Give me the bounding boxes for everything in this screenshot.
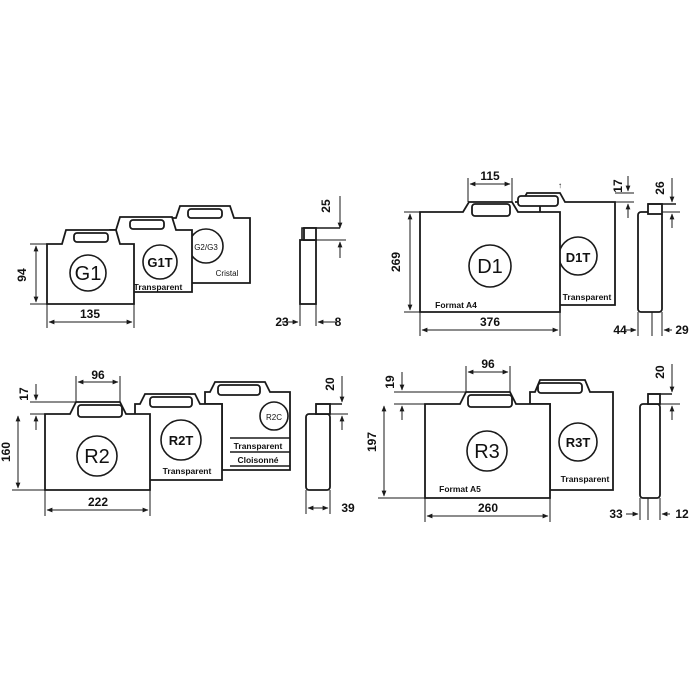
g1-label: G1: [75, 263, 102, 285]
r3-side-depth-dim: 33: [609, 507, 623, 521]
r2-top-gap-dim: 17: [17, 387, 31, 401]
d-width-dim: 376: [480, 315, 500, 329]
g1t-badge: [142, 244, 178, 280]
d-handle-width-dim: 115: [480, 169, 500, 183]
g-height-dim: 94: [15, 268, 29, 282]
d-top-gap-dim: 17: [611, 179, 625, 193]
g-side-handle-dim: 25: [319, 199, 333, 213]
r2-side-depth-dim: 39: [341, 501, 355, 515]
g2-note: Cristal: [216, 269, 239, 278]
r3-side-handle-dim: 20: [653, 365, 667, 379]
r2-side-handle-dim: 20: [323, 377, 337, 391]
case-r2c: R2C Transparent Cloisonné: [204, 381, 291, 471]
d1-label: D1: [477, 256, 503, 278]
case-d1: D1 Format A4: [419, 201, 561, 313]
r2c-note-1: Transparent: [234, 441, 283, 451]
d-side-extra-dim: 29: [675, 323, 689, 337]
r3t-badge: [558, 422, 598, 462]
r3-top-gap-dim: 19: [383, 375, 397, 389]
r3-width-dim: 260: [478, 501, 498, 515]
case-r2: R2: [44, 401, 151, 491]
r3-height-dim: 197: [365, 432, 379, 452]
case-g1: G1: [46, 229, 135, 305]
r3-label: R3: [474, 441, 500, 463]
case-r2t: R2T Transparent: [134, 393, 223, 481]
r3-side-extra-dim: 12: [675, 507, 689, 521]
r2c-note-2: Cloisonné: [237, 455, 278, 465]
g-side-depth-dim: 23: [275, 315, 289, 329]
g-series-group: G2/G3 Cristal G1T Transparent G1 94 135: [15, 196, 346, 329]
g1t-label: G1T: [147, 255, 172, 270]
r2c-badge: [259, 401, 289, 431]
d-side-depth-dim: 44: [613, 323, 627, 337]
g-side-view: 25 23 8: [275, 196, 346, 329]
d1-badge: [468, 244, 512, 288]
r2t-badge: [160, 419, 202, 461]
g2g3-label: G2/G3: [194, 243, 218, 252]
r2-series-group: R2C Transparent Cloisonné R2T Transparen…: [0, 368, 355, 516]
d1-note: Format A4: [435, 300, 477, 310]
g-width-dim: 135: [80, 307, 100, 321]
g1t-note: Transparent: [134, 282, 183, 292]
d-height-dim: 269: [389, 252, 403, 272]
g-side-handle-depth-dim: 8: [335, 315, 342, 329]
r2-label: R2: [84, 446, 110, 468]
svg-text:↑: ↑: [558, 181, 562, 190]
r2t-note: Transparent: [163, 466, 212, 476]
d1t-label: D1T: [566, 250, 591, 265]
r2t-label: R2T: [169, 433, 194, 448]
r3-note: Format A5: [439, 484, 481, 494]
r2-height-dim: 160: [0, 442, 13, 462]
d-side-view: 26 44 29: [613, 178, 689, 337]
g1-badge: [69, 254, 107, 292]
case-r3: R3 Format A5: [424, 391, 551, 499]
r2-handle-width-dim: 96: [91, 368, 105, 382]
r3-handle-width-dim: 96: [481, 357, 495, 371]
r3t-note: Transparent: [561, 474, 610, 484]
r2c-label: R2C: [266, 413, 282, 422]
r3-series-group: R3T Transparent R3 Format A5 96 19 197 2…: [365, 357, 689, 522]
r3-side-view: 20 33 12: [609, 364, 689, 521]
d1t-note: Transparent: [563, 292, 612, 302]
r3-badge: [466, 430, 508, 472]
r2-badge: [76, 435, 118, 477]
d-series-group: D1T Transparent D1 Format A4 115 ↑ 17 26…: [389, 169, 689, 337]
r2-width-dim: 222: [88, 495, 108, 509]
r3t-label: R3T: [566, 435, 591, 450]
r2-side-view: 20 39: [305, 376, 355, 515]
d-side-handle-dim: 26: [653, 181, 667, 195]
